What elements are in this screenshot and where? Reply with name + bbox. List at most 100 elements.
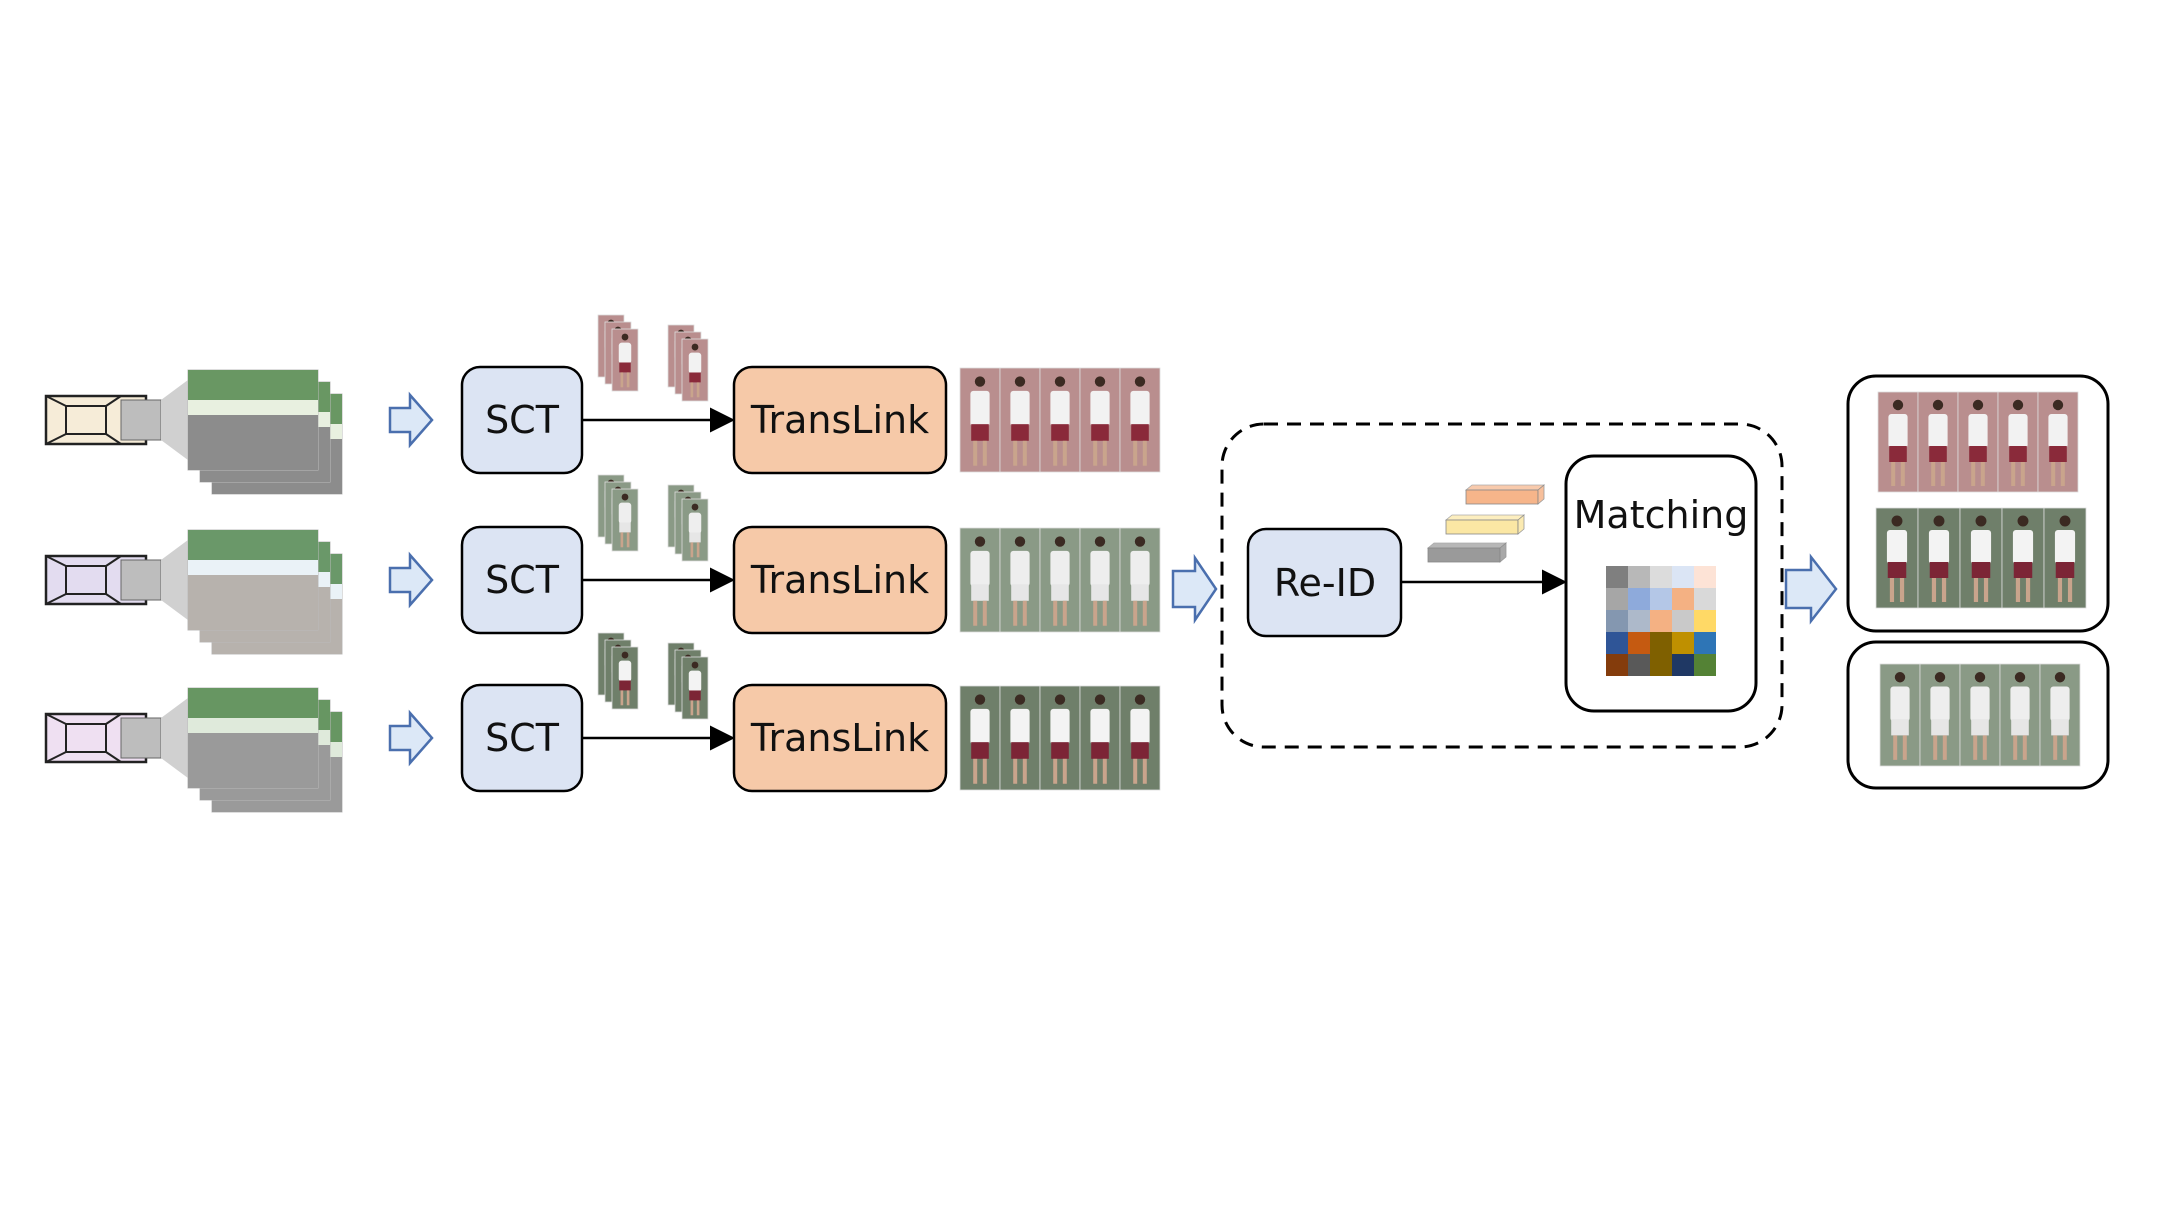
video-frames: [187, 369, 343, 495]
block-arrow-to-sct: [388, 391, 434, 449]
matching-cell: [1694, 566, 1716, 588]
matching-cell: [1672, 610, 1694, 632]
block-arrow-to-sct: [388, 551, 434, 609]
linked-tracklet-crop: [1119, 685, 1161, 791]
linked-tracklet-crop: [999, 367, 1041, 473]
matching-cell: [1672, 632, 1694, 654]
linked-tracklet-crop: [1119, 367, 1161, 473]
tracklet-crop: [681, 338, 709, 402]
tracklet-crop: [611, 488, 639, 552]
result-crop: [1997, 391, 2039, 493]
camera-row-1: SCT TransLink: [44, 314, 1161, 495]
sct-label: SCT: [485, 558, 560, 602]
translink-label: TransLink: [750, 558, 929, 602]
result-crop: [1917, 391, 1959, 493]
result-crop: [1959, 663, 2001, 767]
matching-cell: [1650, 610, 1672, 632]
camera-row-3: SCT TransLink: [44, 632, 1161, 813]
result-crop: [2037, 391, 2079, 493]
result-crop: [1875, 507, 1919, 609]
matching-cell: [1650, 654, 1672, 676]
matching-cell: [1606, 588, 1628, 610]
translink-label: TransLink: [750, 716, 929, 760]
tracklet-crop: [611, 646, 639, 710]
sct-label: SCT: [485, 716, 560, 760]
linked-tracklet-crop: [959, 527, 1001, 633]
block-arrow-to-reid: [1171, 553, 1218, 625]
feature-vector-bar: [1517, 514, 1525, 535]
block-arrow-to-results: [1784, 553, 1838, 625]
matching-cell: [1650, 588, 1672, 610]
result-crop: [2039, 663, 2081, 767]
feature-vector-bar: [1464, 484, 1546, 491]
linked-tracklet-crop: [1039, 367, 1081, 473]
matching-cell: [1694, 654, 1716, 676]
translink-box: [732, 683, 948, 793]
video-frames: [187, 529, 343, 655]
camera-row-2: SCT TransLink: [44, 474, 1161, 655]
linked-tracklet-crop: [999, 527, 1041, 633]
linked-tracklet-crop: [959, 685, 1001, 791]
feature-vectors: [1426, 484, 1546, 563]
matching-cell: [1672, 588, 1694, 610]
feature-vector-bar: [1426, 542, 1508, 549]
matching-cell: [1694, 632, 1716, 654]
reid-matching-container: [1220, 422, 1784, 749]
matching-cell: [1650, 632, 1672, 654]
feature-vector-bar: [1445, 519, 1519, 535]
linked-tracklet-crop: [1079, 367, 1121, 473]
matching-cell: [1628, 566, 1650, 588]
translink-label: TransLink: [750, 398, 929, 442]
result-crop: [1879, 663, 1921, 767]
feature-vector-bar: [1537, 484, 1545, 505]
translink-box: [732, 365, 948, 475]
matching-cell: [1694, 588, 1716, 610]
matching-cell: [1672, 566, 1694, 588]
linked-tracklet-crop: [1079, 685, 1121, 791]
result-crop: [1957, 391, 1999, 493]
matching-cell: [1628, 610, 1650, 632]
camera-icon: [44, 534, 196, 626]
matching-cell: [1628, 654, 1650, 676]
linked-tracklet-crop: [1079, 527, 1121, 633]
result-tracklets: [1875, 391, 2087, 767]
matching-cell: [1628, 632, 1650, 654]
matching-cell: [1606, 610, 1628, 632]
linked-tracklet-crop: [1119, 527, 1161, 633]
sct-label: SCT: [485, 398, 560, 442]
feature-vector-bar: [1499, 542, 1507, 563]
linked-tracklet-crop: [1039, 527, 1081, 633]
linked-tracklet-crop: [1039, 685, 1081, 791]
matching-cell: [1606, 566, 1628, 588]
reid-label: Re-ID: [1274, 561, 1376, 605]
camera-icon: [44, 692, 196, 784]
result-crop: [1917, 507, 1961, 609]
camera-icon: [44, 374, 196, 466]
feature-vector-bar: [1444, 514, 1526, 521]
feature-vector-bar: [1427, 547, 1501, 563]
linked-tracklet-crop: [959, 367, 1001, 473]
result-crop: [1919, 663, 1961, 767]
result-crop: [1877, 391, 1919, 493]
block-arrow-to-sct: [388, 709, 434, 767]
translink-box: [732, 525, 948, 635]
tracklet-crop: [681, 498, 709, 562]
matching-cell: [1694, 610, 1716, 632]
result-crop: [2043, 507, 2087, 609]
matching-matrix: [1606, 566, 1716, 676]
feature-vector-bar: [1465, 489, 1539, 505]
result-crop: [1959, 507, 2003, 609]
video-frames: [187, 687, 343, 813]
result-crop: [2001, 507, 2045, 609]
matching-cell: [1650, 566, 1672, 588]
matching-cell: [1672, 654, 1694, 676]
tracklet-crop: [611, 328, 639, 392]
matching-cell: [1606, 632, 1628, 654]
tracklet-crop: [681, 656, 709, 720]
matching-label: Matching: [1574, 493, 1749, 537]
result-crop: [1999, 663, 2041, 767]
matching-cell: [1606, 654, 1628, 676]
linked-tracklet-crop: [999, 685, 1041, 791]
